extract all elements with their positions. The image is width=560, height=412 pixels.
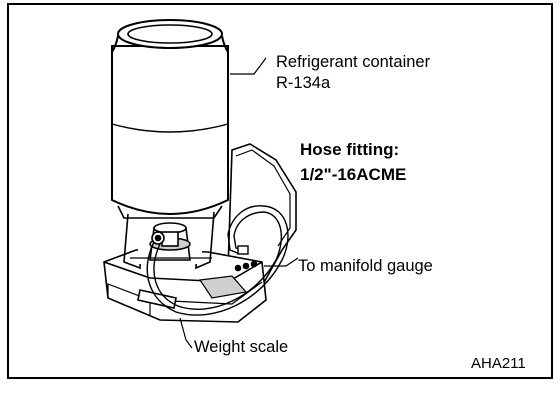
refrigerant-container-label: Refrigerant container R-134a: [276, 52, 430, 94]
figure-border: [7, 3, 553, 379]
manifold-gauge-label: To manifold gauge: [298, 257, 433, 275]
hose-fitting-label-line1: Hose fitting:: [300, 140, 400, 159]
charging-hose: [146, 205, 289, 316]
weight-scale-label: Weight scale: [194, 338, 289, 356]
hose-fitting-label: Hose fitting: 1/2"-16ACME: [300, 137, 406, 187]
container-valve-stand: [123, 211, 215, 270]
leader-lines: [179, 57, 299, 349]
figure-code-label: AHA211: [471, 355, 526, 372]
hose-fitting-label-line2: 1/2"-16ACME: [300, 165, 407, 184]
refrigerant-container-label-line1: Refrigerant container: [276, 53, 431, 71]
refrigerant-container-label-line2: R-134a: [276, 74, 331, 92]
refrigerant-container: [111, 19, 229, 219]
